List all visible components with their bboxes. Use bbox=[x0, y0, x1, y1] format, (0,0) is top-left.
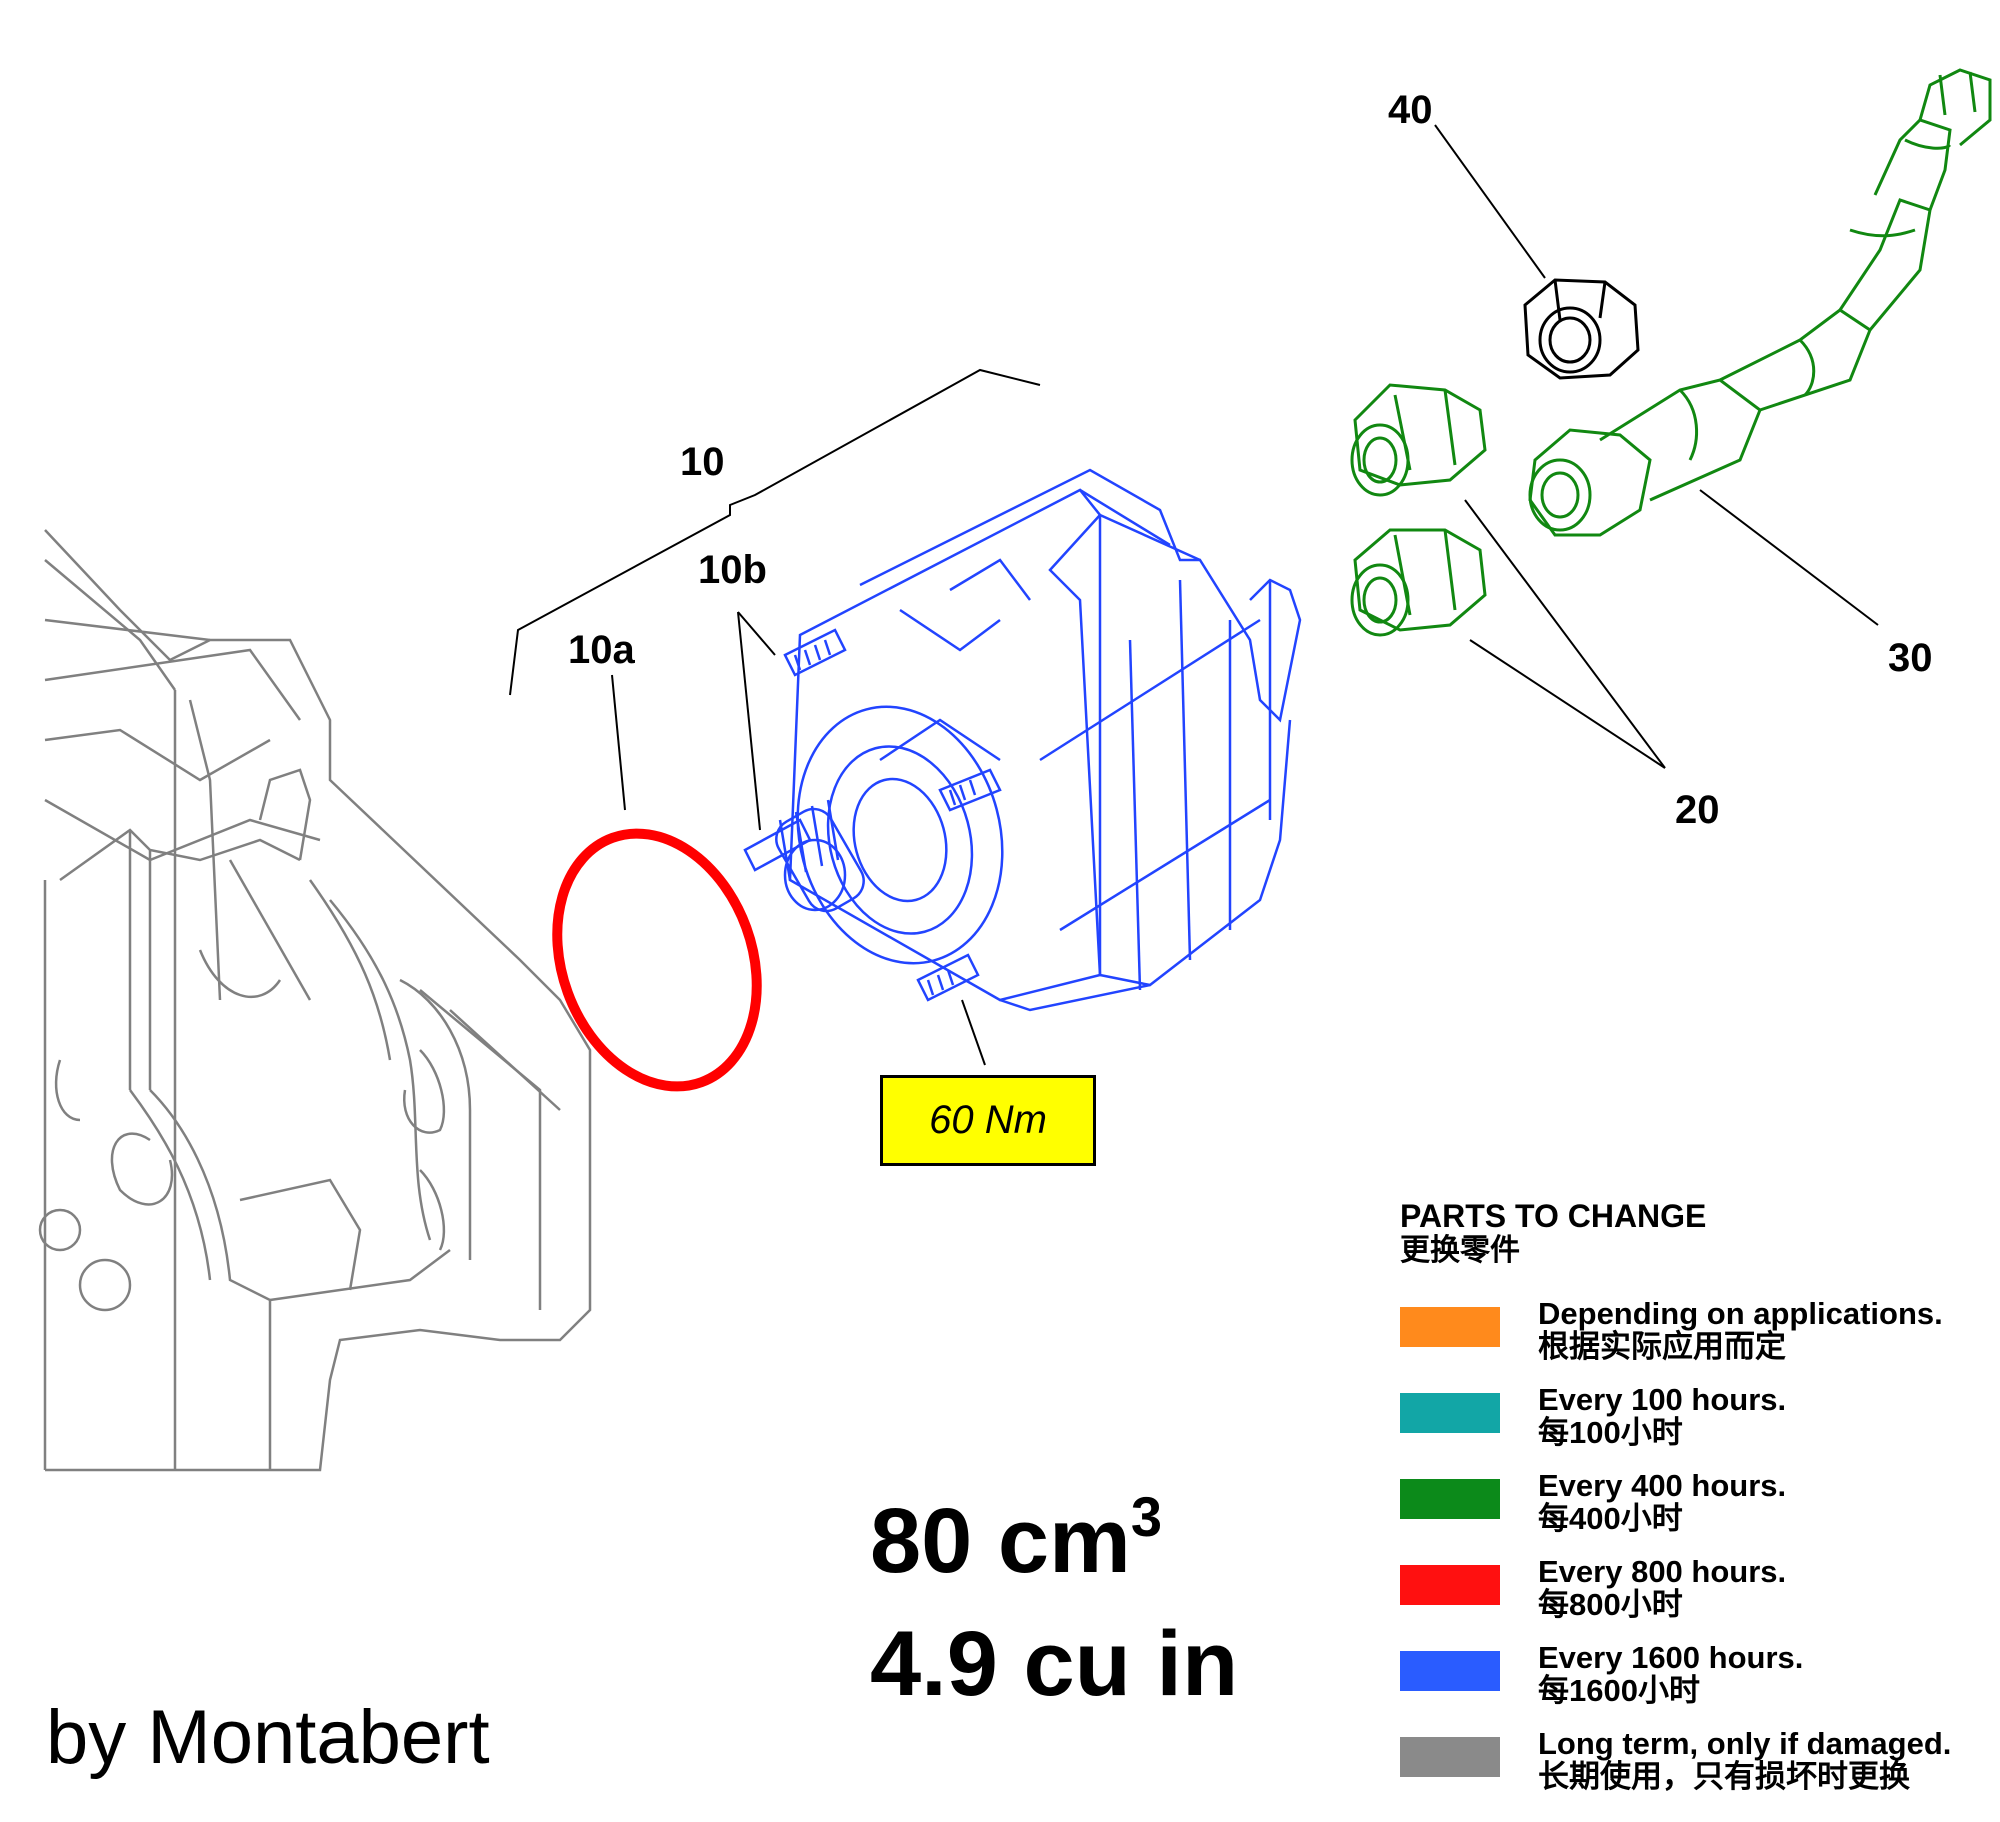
legend-swatch bbox=[1400, 1564, 1500, 1605]
pump-studs bbox=[743, 628, 1002, 1002]
hydraulic-pump bbox=[743, 468, 1302, 1012]
parts-legend: PARTS TO CHANGE 更换零件 Depending on applic… bbox=[1400, 1198, 1990, 1813]
displacement-metric-value: 80 cm bbox=[870, 1490, 1131, 1592]
group-bracket-10 bbox=[509, 368, 1041, 696]
legend-label-zh: 每1600小时 bbox=[1538, 1673, 1700, 1709]
displacement-imperial: 4.9 cu in bbox=[870, 1613, 1239, 1715]
fittings-and-hose bbox=[1350, 68, 1992, 637]
legend-label-zh: 每400小时 bbox=[1538, 1501, 1683, 1537]
legend-label-zh: 根据实际应用而定 bbox=[1538, 1329, 1786, 1365]
legend-swatch bbox=[1400, 1736, 1500, 1777]
torque-label: 60 Nm bbox=[880, 1075, 1096, 1166]
hose-assembly bbox=[1528, 68, 1992, 537]
legend-title: PARTS TO CHANGE bbox=[1400, 1198, 1707, 1234]
legend-label: Every 800 hours. 每800小时 bbox=[1538, 1553, 1787, 1623]
callout-10a: 10a bbox=[568, 628, 635, 672]
legend-label: Every 400 hours. 每400小时 bbox=[1538, 1467, 1787, 1537]
legend-label: Long term, only if damaged. 长期使用，只有损坏时更换 bbox=[1538, 1725, 1952, 1795]
legend-label: Every 100 hours. 每100小时 bbox=[1538, 1381, 1787, 1451]
legend-label-zh: 每100小时 bbox=[1538, 1415, 1683, 1451]
callout-10: 10 bbox=[680, 440, 725, 484]
legend-label-en: Every 800 hours. bbox=[1538, 1553, 1787, 1589]
fitting-upper bbox=[1350, 383, 1487, 497]
legend-label: Every 1600 hours. 每1600小时 bbox=[1538, 1639, 1804, 1709]
legend-title-zh: 更换零件 bbox=[1400, 1233, 1520, 1267]
legend-swatch bbox=[1400, 1306, 1500, 1347]
credit-text: by Montabert bbox=[46, 1695, 490, 1780]
legend-label-zh: 每800小时 bbox=[1538, 1587, 1683, 1623]
callout-40: 40 bbox=[1388, 88, 1433, 132]
legend-item: Every 100 hours. 每100小时 bbox=[1400, 1381, 1990, 1469]
displacement-metric: 80 cm3 bbox=[870, 1489, 1162, 1588]
legend-label-zh: 长期使用，只有损坏时更换 bbox=[1538, 1759, 1910, 1795]
legend-swatch bbox=[1400, 1392, 1500, 1433]
legend-label-en: Every 100 hours. bbox=[1538, 1381, 1787, 1417]
legend-swatch bbox=[1400, 1478, 1500, 1519]
legend-label-en: Every 400 hours. bbox=[1538, 1467, 1787, 1503]
displacement-metric-exponent: 3 bbox=[1130, 1485, 1163, 1548]
fitting-lower bbox=[1350, 528, 1487, 637]
legend-label-en: Every 1600 hours. bbox=[1538, 1639, 1804, 1675]
callout-20: 20 bbox=[1675, 788, 1720, 832]
legend-label: Depending on applications. 根据实际应用而定 bbox=[1538, 1295, 1943, 1365]
legend-item: Depending on applications. 根据实际应用而定 bbox=[1400, 1295, 1990, 1383]
legend-item: Every 800 hours. 每800小时 bbox=[1400, 1553, 1990, 1641]
legend-label-en: Depending on applications. bbox=[1538, 1295, 1943, 1331]
legend-item: Every 400 hours. 每400小时 bbox=[1400, 1467, 1990, 1555]
legend-label-en: Long term, only if damaged. bbox=[1538, 1725, 1952, 1761]
leader-lines bbox=[611, 124, 1879, 1066]
callout-10b: 10b bbox=[698, 548, 767, 592]
legend-item: Every 1600 hours. 每1600小时 bbox=[1400, 1639, 1990, 1727]
o-ring bbox=[552, 828, 762, 1092]
hex-nut bbox=[1523, 278, 1640, 380]
torque-value: 60 Nm bbox=[929, 1098, 1047, 1142]
callout-30: 30 bbox=[1888, 636, 1933, 680]
legend-swatch bbox=[1400, 1650, 1500, 1691]
gearbox-housing bbox=[38, 529, 592, 1472]
legend-item: Long term, only if damaged. 长期使用，只有损坏时更换 bbox=[1400, 1725, 1990, 1813]
